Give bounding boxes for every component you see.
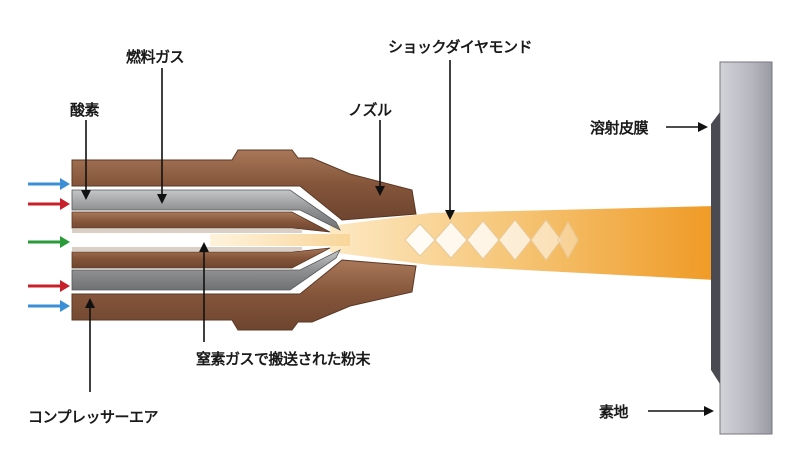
powder-leader-arrow-icon	[199, 242, 209, 342]
inlet-arrows	[28, 178, 70, 312]
powder-channel-top	[72, 229, 302, 233]
nozzle-leader-arrow-icon	[375, 120, 385, 196]
shock-diamond-leader-arrow-icon	[445, 60, 455, 220]
blue-arrow-icon	[28, 300, 70, 312]
shock-diamonds	[404, 219, 579, 261]
label-sprayed-coating: 溶射皮膜	[590, 119, 649, 137]
powder-channel-bottom	[72, 247, 302, 251]
green-arrow-icon	[28, 236, 70, 248]
substrate-leader-arrow-icon	[648, 406, 714, 416]
label-compressed-air: コンプレッサーエア	[28, 408, 159, 426]
sprayed-coating-layer	[711, 112, 720, 384]
label-fuel-gas: 燃料ガス	[126, 48, 185, 66]
shock-diamond-6	[557, 220, 579, 260]
fuel-gas-leader-arrow-icon	[157, 68, 167, 204]
red-arrow-icon	[28, 198, 70, 210]
inner-tube-bottom	[71, 247, 331, 269]
leader-arrows	[81, 60, 714, 416]
blue-arrow-icon	[28, 178, 70, 190]
label-oxygen: 酸素	[70, 101, 100, 119]
shock-diamond-5	[530, 219, 562, 261]
label-shock-diamond: ショックダイヤモンド	[388, 38, 532, 56]
label-powder-in-nitrogen: 窒素ガスで搬送された粉末	[196, 350, 371, 368]
red-arrow-icon	[28, 280, 70, 292]
compressed-air-leader-arrow-icon	[85, 298, 95, 392]
coating-leader-arrow-icon	[666, 122, 708, 132]
label-substrate: 素地	[599, 403, 629, 421]
flame-core	[210, 234, 350, 246]
substrate-wall	[719, 61, 773, 435]
nozzle-outer-top	[71, 149, 417, 221]
label-nozzle: ノズル	[348, 101, 392, 119]
inner-tube-top	[71, 211, 331, 233]
oxygen-leader-arrow-icon	[81, 120, 91, 200]
nozzle-outer-bottom	[71, 259, 417, 331]
fuel-layer-top	[71, 189, 341, 231]
fuel-layer-bottom	[71, 249, 341, 291]
